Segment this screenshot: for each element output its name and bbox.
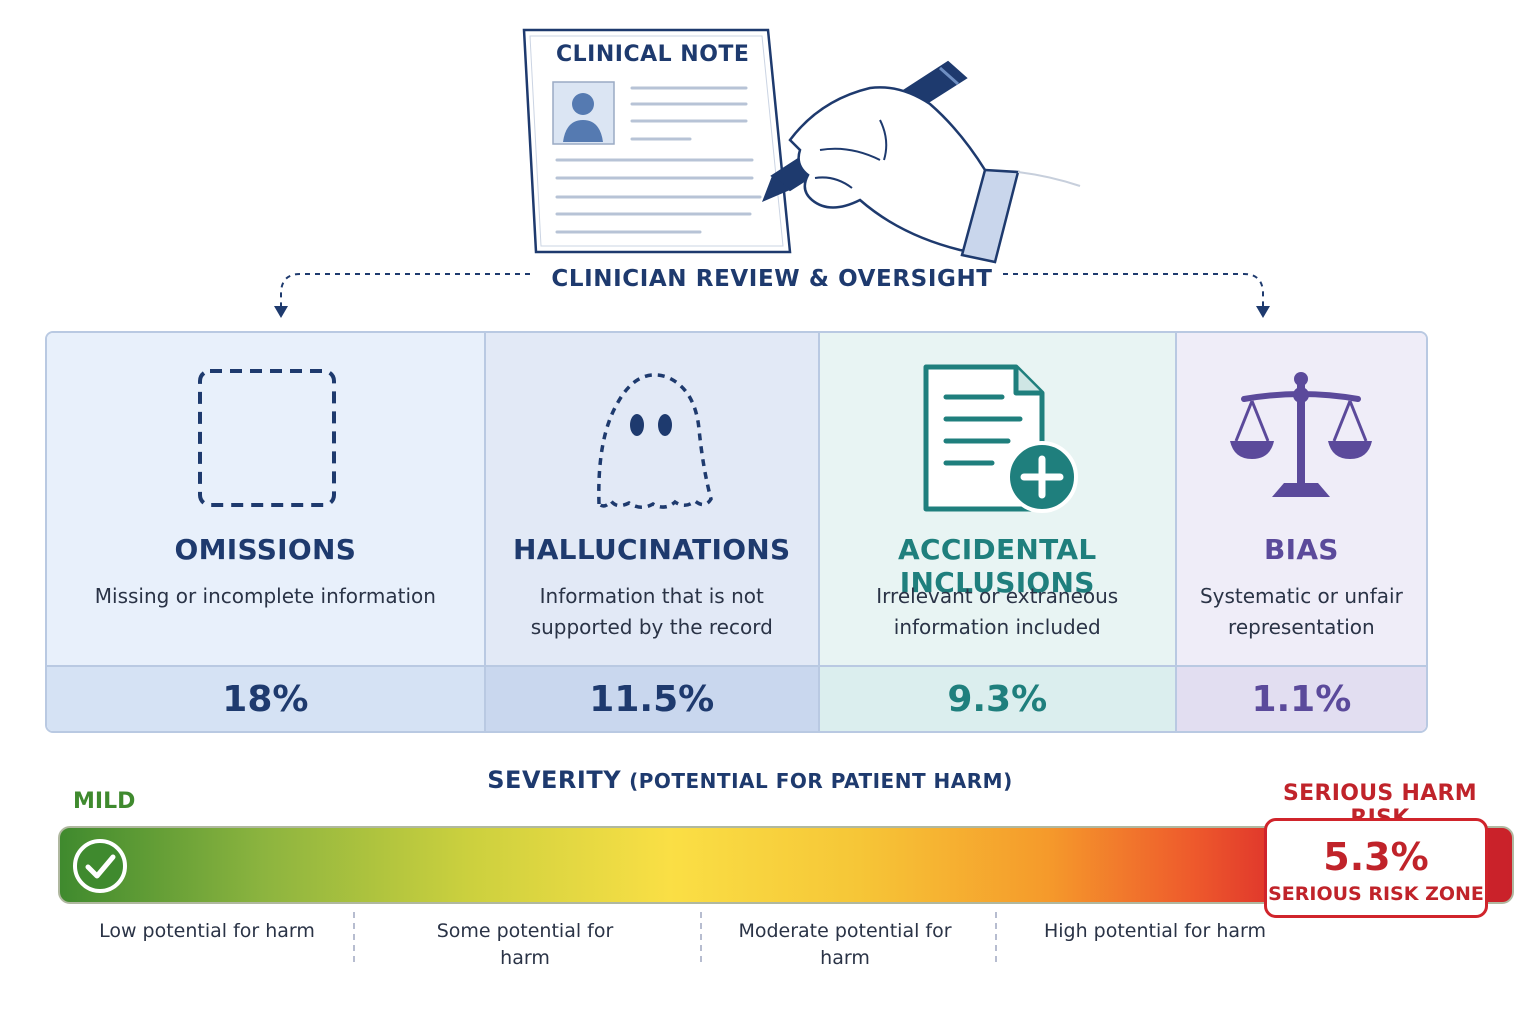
severity-title: SEVERITY (POTENTIAL FOR PATIENT HARM) xyxy=(400,766,1100,794)
note-title: CLINICAL NOTE xyxy=(556,42,750,67)
serious-risk-box: 5.3% SERIOUS RISK ZONE xyxy=(1264,818,1488,918)
scale-label-high: High potential for harm xyxy=(1043,920,1267,942)
category-title: OMISSIONS xyxy=(174,533,357,566)
clinical-note-icon xyxy=(522,28,792,254)
category-title: BIAS xyxy=(1263,533,1339,566)
category-title: ACCIDENTAL INCLUSIONS xyxy=(898,533,1097,599)
serious-risk-zone-label: SERIOUS RISK ZONE xyxy=(1268,883,1484,905)
severity-heading: SEVERITY xyxy=(487,766,622,794)
category-panel: OMISSIONS Missing or incomplete informat… xyxy=(45,331,1428,733)
document-plus-icon xyxy=(923,364,1079,513)
mild-label: MILD xyxy=(73,789,136,814)
illustration: CLINICAL NOTE CLINICIAN REVIEW & OVERSIG… xyxy=(0,0,1536,330)
scale-label-low: Low potential for harm xyxy=(99,920,315,942)
scale-divider xyxy=(353,912,355,962)
scale-divider xyxy=(700,912,702,962)
category-percentage: 9.3% xyxy=(819,665,1175,731)
hand-with-pen-icon xyxy=(762,60,1081,264)
category-description: Systematic or unfair representation xyxy=(1199,584,1403,639)
dashed-square-icon xyxy=(198,369,337,507)
connector-arrows xyxy=(280,273,1264,308)
category-description: Irrelevant or extraneous information inc… xyxy=(876,584,1119,639)
category-percentage: 11.5% xyxy=(485,665,818,731)
scale-label-some: Some potential for harm xyxy=(436,920,614,969)
category-title: HALLUCINATIONS xyxy=(512,533,791,566)
scale-label-moderate: Moderate potential for harm xyxy=(738,920,952,969)
severity-subtitle: (POTENTIAL FOR PATIENT HARM) xyxy=(629,769,1013,793)
scale-divider xyxy=(995,912,997,962)
category-description: Missing or incomplete information xyxy=(94,584,436,608)
category-bias: BIAS Systematic or unfair representation… xyxy=(1176,333,1426,731)
category-hallucinations: HALLUCINATIONS Information that is not s… xyxy=(485,333,820,731)
category-percentage: 1.1% xyxy=(1176,665,1426,731)
review-title: CLINICIAN REVIEW & OVERSIGHT xyxy=(551,266,993,292)
scales-icon xyxy=(1230,372,1373,497)
category-description: Information that is not supported by the… xyxy=(530,584,773,639)
category-percentage: 18% xyxy=(47,665,484,731)
category-omissions: OMISSIONS Missing or incomplete informat… xyxy=(47,333,486,731)
category-accidental-inclusions: ACCIDENTAL INCLUSIONS Irrelevant or extr… xyxy=(819,333,1177,731)
serious-risk-percentage: 5.3% xyxy=(1323,835,1429,879)
check-circle-icon xyxy=(73,839,127,893)
ghost-icon xyxy=(596,373,713,509)
